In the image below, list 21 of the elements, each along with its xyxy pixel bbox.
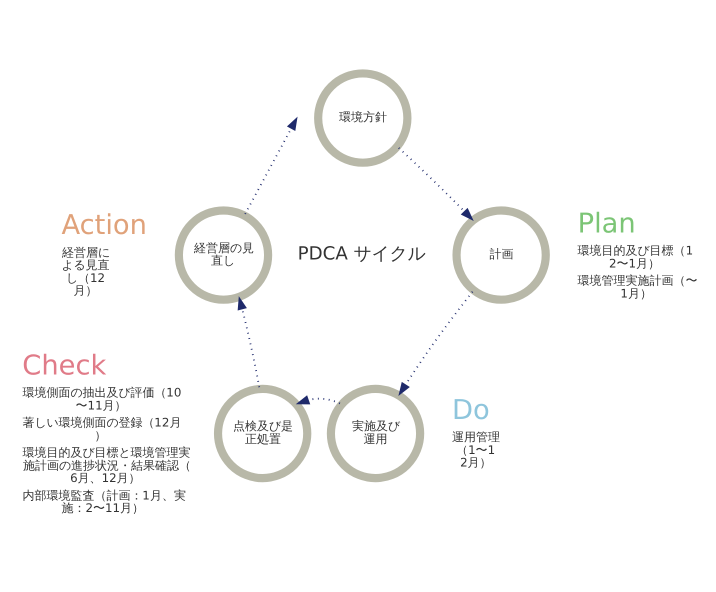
- node-label: Do: [452, 394, 490, 426]
- node-circle: 環境方針: [314, 68, 412, 166]
- node-label: 環境目的及び目標と環境管理実施計画の進捗状況・結果確認（6月、12月）: [22, 445, 191, 485]
- arrow: [296, 394, 340, 404]
- label: PDCA サイクル: [298, 243, 426, 264]
- node-label: Check: [22, 350, 106, 381]
- node-label: Action: [61, 210, 147, 241]
- node-label: 運用管理（1〜12月）: [452, 430, 500, 470]
- node-label: Plan: [578, 208, 636, 239]
- arrow: [398, 146, 474, 220]
- node-circle: 経営層の見直し: [174, 206, 272, 304]
- node-label: 環境目的及び目標（12〜1月）: [578, 243, 694, 270]
- node-label: 内部環境監査（計画：1月、実施：2〜11月）: [22, 488, 186, 515]
- node-circle: 実施及び運用: [326, 384, 424, 482]
- node-label: 経営層による見直し（12月）: [61, 244, 110, 298]
- node-label: 環境管理実施計画（〜1月）: [578, 273, 698, 300]
- node-label: 環境側面の抽出及び評価（10〜11月）: [22, 385, 182, 412]
- node-label: 著しい環境側面の登録（12月）: [22, 415, 182, 442]
- arrow: [244, 116, 298, 214]
- arrow: [238, 296, 260, 387]
- arrow: [398, 290, 474, 396]
